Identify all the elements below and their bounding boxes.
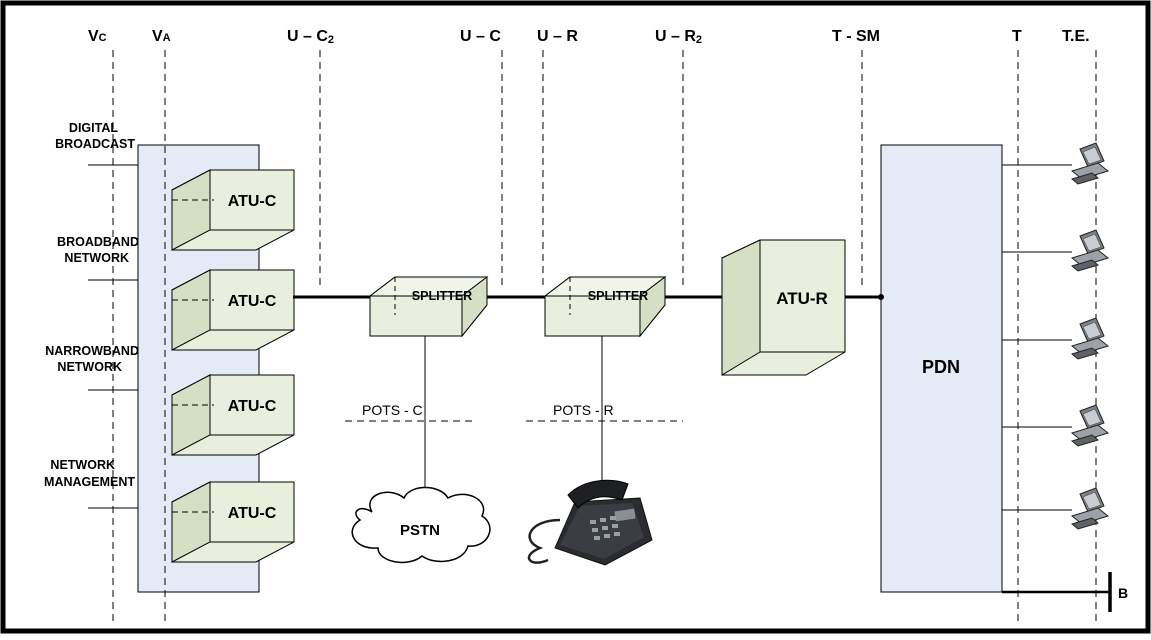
network-label-narrowband-network: NETWORK xyxy=(57,360,122,374)
computer-icon xyxy=(1070,317,1110,360)
label-te: T.E. xyxy=(1062,28,1090,45)
atu-c-label: ATU-C xyxy=(228,193,277,210)
atu-c-label: ATU-C xyxy=(228,293,277,310)
telephone-icon xyxy=(527,479,653,566)
pots-labels: POTS - C POTS - R xyxy=(362,402,614,418)
pots-c-label: POTS - C xyxy=(362,402,423,418)
bus-b-label: B xyxy=(1118,585,1128,601)
computer-icon xyxy=(1070,142,1110,185)
atu-c-label: ATU-C xyxy=(228,505,277,522)
atu-c-module: ATU-C xyxy=(171,374,295,456)
atu-c-label: ATU-C xyxy=(228,398,277,415)
cloud-icon: PSTN xyxy=(351,486,491,564)
splitter-r-label: SPLITTER xyxy=(588,289,648,303)
terminal-equipment xyxy=(1070,142,1110,530)
computer-icon xyxy=(1070,404,1110,447)
atu-c-module: ATU-C xyxy=(171,169,295,251)
splitter-c-label: SPLITTER xyxy=(412,289,472,303)
pdn-label: PDN xyxy=(922,357,960,377)
bus-b: B xyxy=(1002,572,1128,612)
terminal-lines xyxy=(1002,164,1072,511)
reference-lines xyxy=(112,50,1097,622)
pdn-junction xyxy=(878,294,884,300)
atu-r-module: ATU-R xyxy=(721,239,846,376)
network-label-broadband-network: NETWORK xyxy=(64,251,129,265)
network-label-narrowband: NARROWBAND xyxy=(45,344,139,358)
network-label-broadcast: BROADCAST xyxy=(55,137,135,151)
label-t: T xyxy=(1012,28,1022,45)
splitter-r: SPLITTER xyxy=(543,275,667,338)
network-label-management: MANAGEMENT xyxy=(44,475,135,489)
computer-icon xyxy=(1070,229,1110,272)
pstn-label: PSTN xyxy=(400,522,440,539)
computer-icon xyxy=(1070,487,1110,530)
network-label-network: NETWORK xyxy=(50,458,115,472)
network-labels: DIGITAL BROADCAST BROADBAND NETWORK NARR… xyxy=(44,121,139,489)
network-label-digital: DIGITAL xyxy=(69,121,118,135)
reference-labels: VC VA U – C2 U – C U – R U – R2 T - SM T… xyxy=(88,28,1090,46)
pdn-panel xyxy=(880,144,1003,593)
atu-c-modules: ATU-C ATU-C ATU-C ATU-C xyxy=(171,169,295,563)
label-ur2: U – R2 xyxy=(655,28,702,46)
label-va: VA xyxy=(152,28,171,45)
splitter-c: SPLITTER xyxy=(368,275,489,338)
label-uc: U – C xyxy=(460,28,501,45)
label-vc: VC xyxy=(88,28,107,45)
label-tsm: T - SM xyxy=(832,28,880,45)
network-label-broadband: BROADBAND xyxy=(57,235,139,249)
label-ur: U – R xyxy=(537,28,578,45)
atu-c-module: ATU-C xyxy=(171,481,295,563)
pots-r-label: POTS - R xyxy=(553,402,614,418)
atu-r-label: ATU-R xyxy=(776,289,828,308)
label-uc2: U – C2 xyxy=(287,28,334,46)
pots-lines xyxy=(424,336,603,500)
network-input-lines xyxy=(88,164,138,509)
atu-c-module: ATU-C xyxy=(171,269,295,351)
